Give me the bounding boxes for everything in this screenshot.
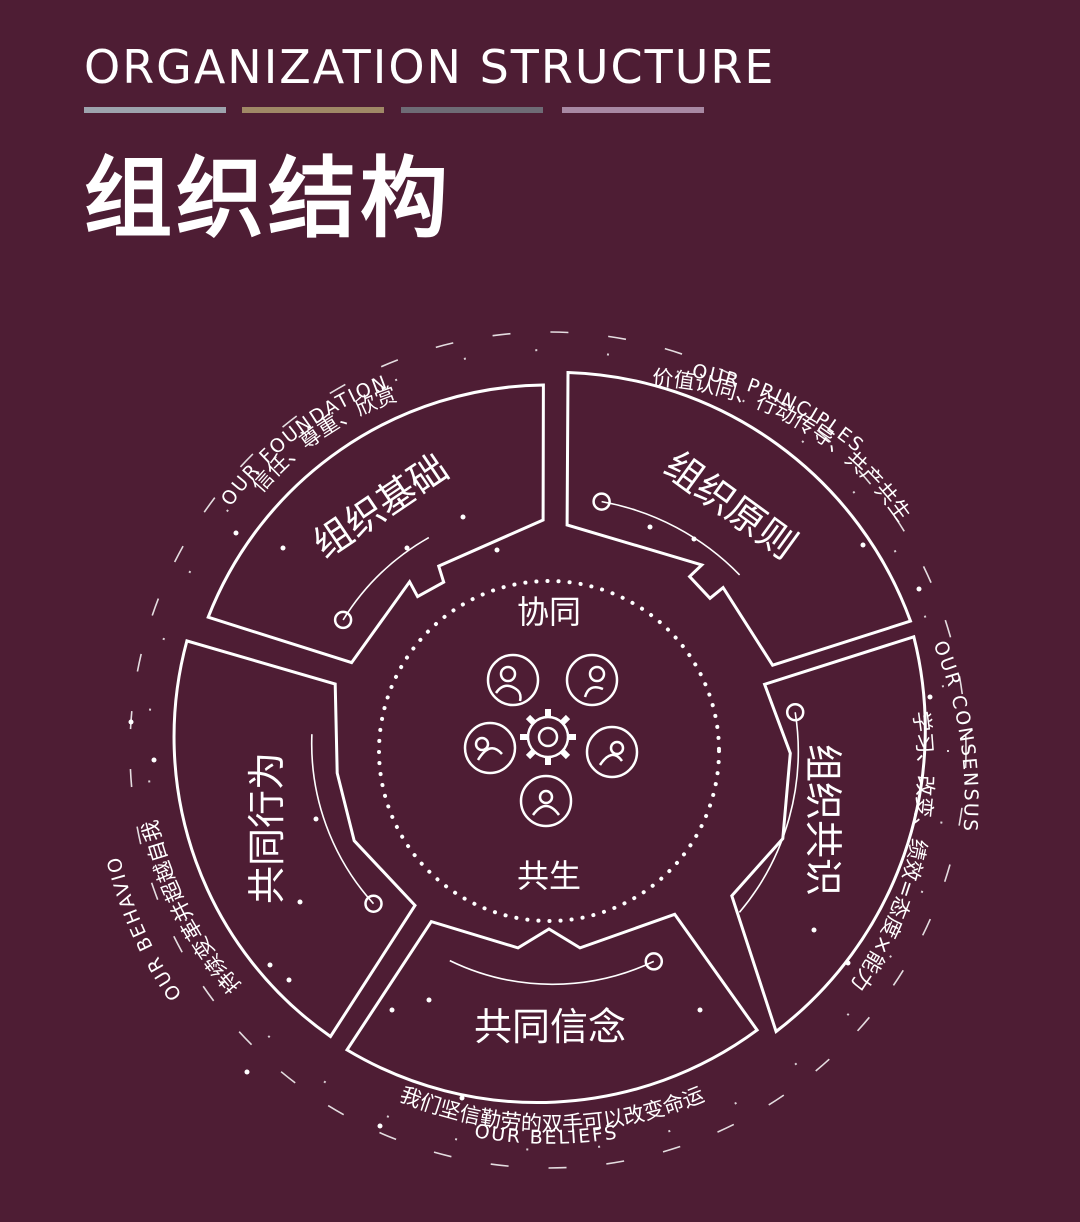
segment-consensus (730, 634, 927, 1034)
segment-title-principles: 组织原则 (656, 443, 805, 568)
person-icon (463, 721, 517, 775)
title-chinese: 组织结构 (84, 147, 453, 250)
title-color-bars (84, 107, 714, 113)
segment-foundation (206, 383, 545, 665)
segment-title-behavior: 共同行为 (245, 752, 289, 904)
segment-en-consensus: OUR CONSENSUS (929, 638, 982, 834)
person-icon (565, 653, 619, 707)
person-icon (519, 774, 573, 828)
person-icon (585, 725, 639, 779)
title-english: ORGANIZATION STRUCTURE (84, 40, 776, 94)
title-bar-2 (242, 107, 384, 113)
inner-dotted-circle (377, 579, 721, 923)
segment-desc-consensus: 学习、改变、绩效=态度×能力×结果 (0, 0, 937, 996)
title-bar-1 (84, 107, 226, 113)
center-top-label: 协同 (517, 593, 581, 631)
segment-title-beliefs: 共同信念 (474, 1005, 626, 1049)
segment-behavior (172, 639, 417, 1039)
segment-title-foundation: 组织基础 (305, 445, 456, 566)
outer-dotted-ring (147, 349, 949, 1151)
ring-segments (172, 370, 927, 1105)
gear-icon (520, 709, 576, 765)
title-bar-3 (401, 107, 543, 113)
scattered-dots (128, 514, 933, 1129)
decorative-arcs (310, 492, 805, 986)
center-bottom-label: 共生 (517, 857, 581, 895)
title-bar-4 (562, 107, 704, 113)
person-icon (486, 653, 540, 707)
segment-beliefs (344, 912, 760, 1105)
outer-dashed-ring (129, 331, 967, 1169)
segment-title-consensus: 组织共识 (801, 744, 845, 896)
gear-with-five-people-icon (463, 653, 639, 828)
segment-principles (565, 370, 913, 667)
